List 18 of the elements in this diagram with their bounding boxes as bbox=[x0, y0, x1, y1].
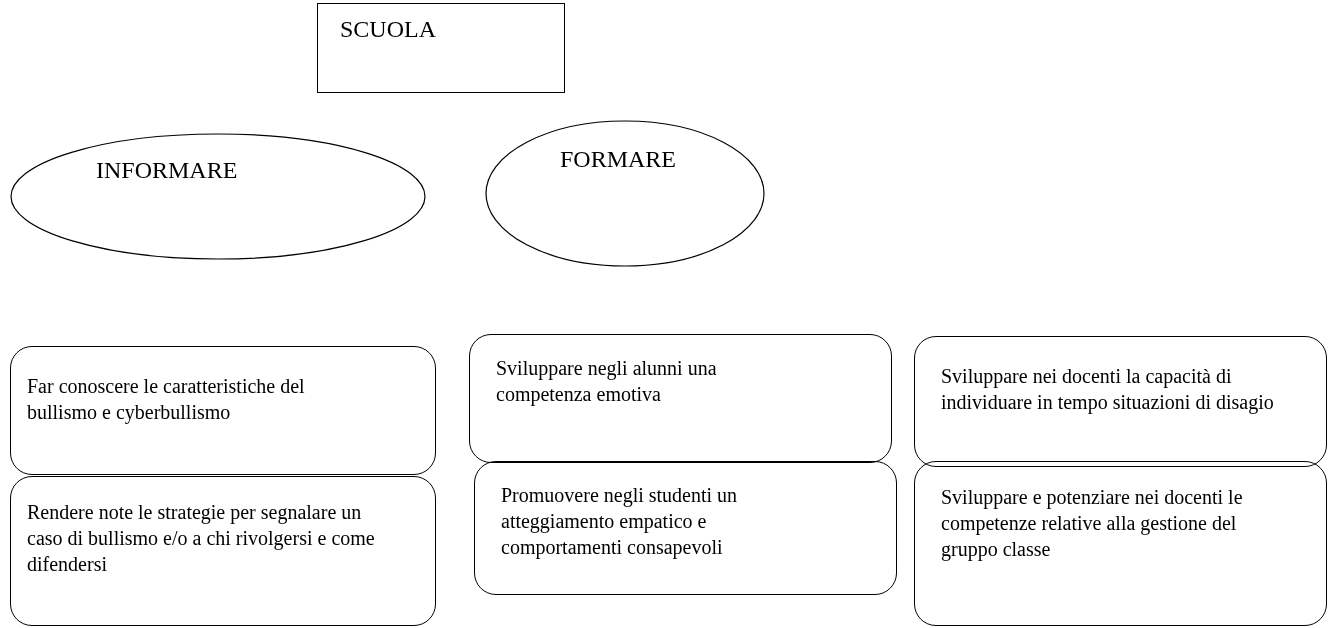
goal-box bbox=[469, 334, 892, 463]
node-text: Promuovere negli studenti un atteggiamento empatico e comportamenti consapevoli bbox=[501, 483, 739, 560]
title-box bbox=[317, 3, 565, 93]
node-text: INFORMARE bbox=[96, 156, 239, 185]
category-ellipse bbox=[485, 120, 765, 267]
goal-box bbox=[914, 461, 1327, 626]
node-text: Sviluppare e potenziare nei docenti le competenze relative alla gestione del gruppo classe bbox=[941, 485, 1244, 562]
node-text: Sviluppare negli alunni una competenza emotiva bbox=[496, 356, 718, 407]
node-text: SCUOLA bbox=[340, 15, 437, 44]
goal-box bbox=[914, 336, 1327, 467]
node-text: FORMARE bbox=[560, 145, 678, 174]
node-text: Sviluppare nei docenti la capacità di individuare in tempo situazioni di disagio bbox=[941, 364, 1275, 415]
node-text: Rendere note le strategie per segnalare un caso di bullismo e/o a chi rivolgersi e come difendersi bbox=[27, 500, 376, 577]
node-text: Far conoscere le caratteristiche del bullismo e cyberbullismo bbox=[27, 374, 306, 425]
goal-box bbox=[10, 476, 436, 626]
goal-box bbox=[10, 346, 436, 475]
category-ellipse bbox=[10, 133, 426, 260]
goal-box bbox=[474, 461, 897, 595]
